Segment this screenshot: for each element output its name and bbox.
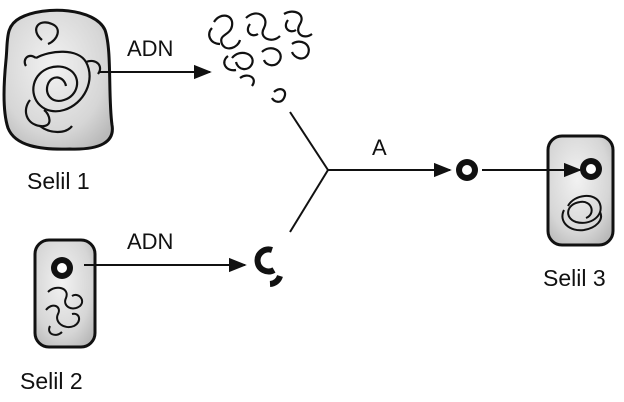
arrow-cell2-label: ADN	[127, 229, 174, 254]
cell-3-label: Selil 3	[543, 265, 606, 291]
cell-3	[546, 134, 615, 247]
arrow-combine-label: A	[372, 135, 387, 160]
cell-2-plasmid	[51, 257, 73, 279]
cell-1	[2, 8, 114, 151]
cell-2-membrane	[33, 238, 97, 349]
cell-2	[33, 238, 97, 349]
cell-2-label: Selil 2	[20, 368, 83, 394]
dna-fragments-cell1	[208, 10, 313, 103]
cell-3-chromosome	[561, 195, 602, 232]
cell-1-chromosome	[23, 21, 102, 134]
cell-3-plasmid	[580, 158, 602, 180]
cell-1-label: Selil 1	[27, 168, 90, 194]
joining-lines	[289, 111, 329, 233]
recombinant-plasmid	[456, 159, 478, 181]
cell-3-membrane	[546, 134, 615, 247]
arrow-cell1-label: ADN	[127, 36, 174, 61]
cell-2-chromosome	[45, 286, 84, 336]
cell-1-membrane	[2, 8, 114, 151]
cut-plasmid	[254, 246, 283, 287]
